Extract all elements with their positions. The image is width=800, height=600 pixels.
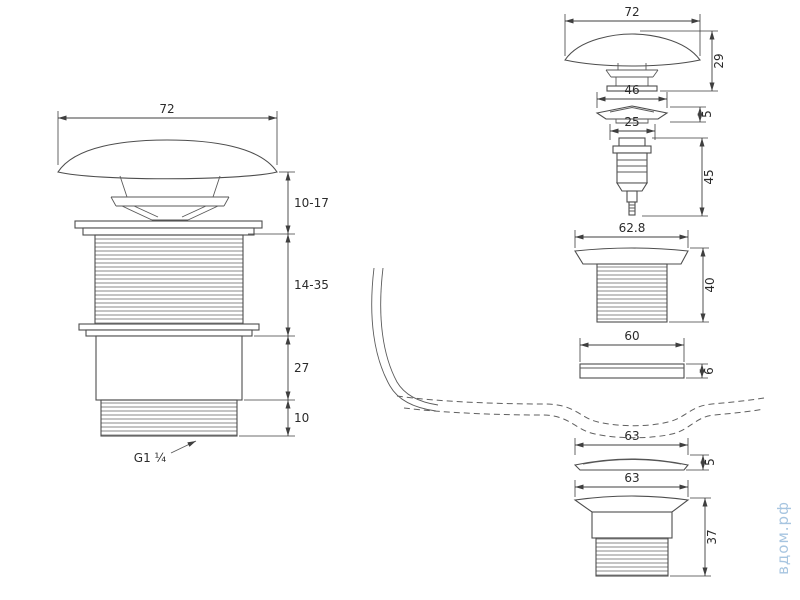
- mid-flange-outer: [78, 323, 260, 331]
- cap-stem: [605, 63, 659, 86]
- exploded-cap: 72 29: [564, 5, 726, 92]
- dim-label-tail-height: 10: [294, 411, 309, 425]
- exploded-body: 62.8 40: [574, 221, 717, 323]
- body-section: [95, 335, 243, 401]
- valve-taper: [616, 182, 648, 192]
- exploded-gasket: 63 5: [573, 429, 717, 471]
- body-flange: [574, 247, 689, 265]
- dim-label-body-h: 40: [703, 277, 717, 292]
- exploded-view: 72 29 46 5 25: [564, 5, 726, 577]
- nut-flange: [573, 495, 690, 513]
- sink-profile: [371, 267, 765, 439]
- washer-body: [579, 363, 685, 379]
- dim-label-washer-h: 6: [702, 367, 716, 375]
- mid-flange-inner: [85, 329, 253, 337]
- dim-label-nut-h: 37: [705, 529, 719, 544]
- nut-height-ext: [670, 497, 711, 577]
- seal-inner-line: [609, 107, 655, 124]
- dim-label-cap-h: 29: [712, 53, 726, 68]
- dim-label-cap-w: 72: [624, 5, 639, 19]
- body-height-ext: [669, 247, 709, 323]
- exploded-washer: 60 6: [579, 329, 716, 379]
- nut-thread-section: [595, 537, 669, 577]
- nut-body: [591, 511, 673, 539]
- dim-label-gasket-w: 63: [624, 429, 639, 443]
- valve-screw: [628, 201, 636, 216]
- gasket-height-ext: [686, 454, 709, 471]
- height-extension-lines: [239, 171, 295, 437]
- dim-label-seal-w: 46: [624, 83, 639, 97]
- dim-label-cap-height: 10-17: [294, 196, 329, 210]
- valve-body: [616, 152, 648, 184]
- dim-label-thread-spec: G1 ¼: [134, 451, 167, 465]
- watermark-text: вдом.рф: [774, 501, 792, 575]
- dim-label-valve-w: 25: [624, 115, 639, 129]
- cap-height-ext: [640, 30, 718, 92]
- dim-label-seal-h: 5: [700, 110, 714, 118]
- dim-label-nut-w: 63: [624, 471, 639, 485]
- top-flange-inner: [82, 227, 255, 236]
- upper-thread-section: [94, 234, 244, 325]
- sink-surface-upper: [396, 395, 765, 427]
- gasket-inner-line: [582, 459, 682, 465]
- tail-thread-section: [100, 399, 238, 437]
- valve-height-ext: [642, 137, 708, 217]
- cap-mechanism: [110, 175, 230, 221]
- cap-profile: [57, 139, 278, 180]
- dim-label-body-w: 62.8: [619, 221, 646, 235]
- dim-label-thread-height: 14-35: [294, 278, 329, 292]
- valve-plug: [618, 137, 646, 147]
- sink-wall-lines: [371, 267, 439, 412]
- valve-collar: [612, 145, 652, 154]
- exploded-nut: 63 37: [573, 471, 719, 577]
- top-flange-outer: [74, 220, 263, 229]
- dim-label-overall-width: 72: [159, 102, 174, 116]
- seal-body: [595, 105, 669, 120]
- washer-width-ext: [579, 338, 685, 362]
- body-thread-cylinder: [596, 263, 668, 323]
- gasket-body: [573, 458, 689, 471]
- sink-surface-lower: [403, 407, 765, 439]
- dim-label-body-height: 27: [294, 361, 309, 375]
- valve-body-detail: [617, 159, 647, 173]
- dim-label-washer-w: 60: [624, 329, 639, 343]
- thread-spec-leader: [170, 440, 197, 454]
- valve-screw-threads: [629, 204, 635, 212]
- valve-stem: [626, 190, 638, 203]
- assembled-view: 72 10-17 14-35 27 10 G1 ¼: [57, 102, 329, 465]
- cap-dome: [564, 33, 701, 67]
- dim-label-valve-h: 45: [702, 169, 716, 184]
- exploded-valve: 25 45: [609, 115, 716, 217]
- dim-label-gasket-h: 5: [703, 458, 717, 466]
- cap-base-disc: [606, 85, 658, 92]
- exploded-seal: 46 5: [595, 83, 714, 124]
